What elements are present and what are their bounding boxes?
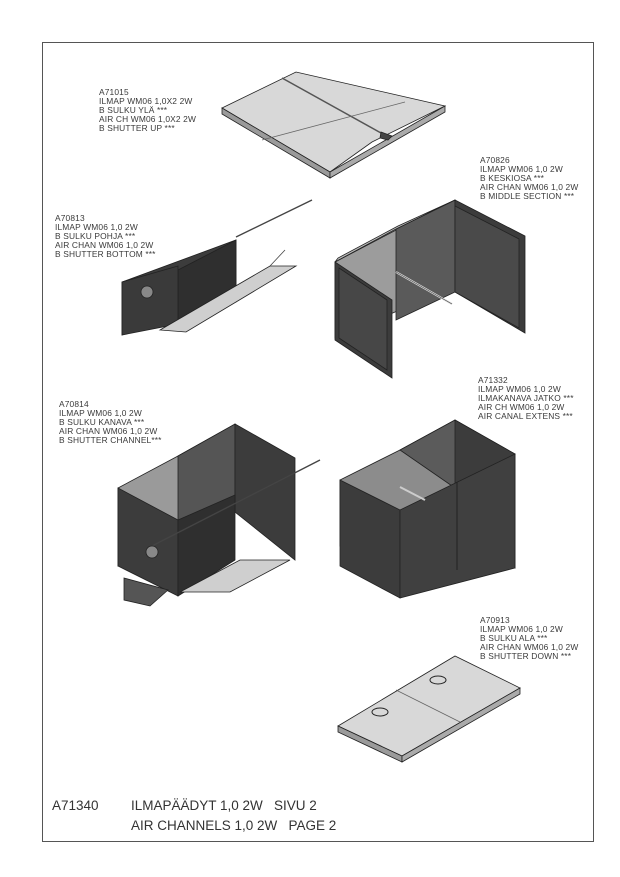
part-id: A70813 [55, 213, 85, 223]
part-line: ILMAP WM06 1,0 2W [59, 407, 142, 418]
part-a70913-shutter-down [337, 655, 521, 763]
part-line: B KESKIOSA *** [480, 172, 545, 183]
title-english: AIR CHANNELS 1,0 2W PAGE 2 [131, 818, 337, 833]
part-line: ILMAP WM06 1,0 2W [478, 383, 561, 394]
part-label-a70813: A70813 ILMAP WM06 1,0 2W B SULKU POHJA *… [55, 214, 156, 259]
part-a70813-shutter-bottom [121, 199, 313, 336]
part-line: B SHUTTER BOTTOM *** [55, 248, 156, 259]
part-line: AIR CHAN WM06 1,0 2W [55, 239, 154, 250]
part-id: A71332 [478, 375, 508, 385]
title-finnish: ILMAPÄÄDYT 1,0 2W SIVU 2 [131, 798, 317, 813]
part-line: B SULKU POHJA *** [55, 230, 136, 241]
part-id: A70814 [59, 399, 89, 409]
part-line: ILMAP WM06 1,0 2W [55, 221, 138, 232]
part-line: AIR CANAL EXTENS *** [478, 410, 573, 421]
part-line: B SULKU YLÄ *** [99, 104, 168, 115]
part-line: AIR CHAN WM06 1,0 2W [480, 641, 579, 652]
part-label-a70814: A70814 ILMAP WM06 1,0 2W B SULKU KANAVA … [59, 400, 162, 445]
part-line: AIR CH WM06 1,0X2 2W [99, 113, 197, 124]
part-a70814-shutter-channel [117, 423, 321, 607]
part-line: B SHUTTER UP *** [99, 122, 175, 133]
part-label-a71015: A71015 ILMAP WM06 1,0X2 2W B SULKU YLÄ *… [99, 88, 196, 133]
part-line: B MIDDLE SECTION *** [480, 190, 575, 201]
part-label-a70913: A70913 ILMAP WM06 1,0 2W B SULKU ALA ***… [480, 616, 578, 661]
part-line: B SULKU KANAVA *** [59, 416, 145, 427]
part-a70826-middle-section [334, 199, 526, 379]
part-line: AIR CHAN WM06 1,0 2W [59, 425, 158, 436]
part-label-a70826: A70826 ILMAP WM06 1,0 2W B KESKIOSA *** … [480, 156, 578, 201]
drawing-number: A71340 [52, 798, 99, 813]
part-line: AIR CHAN WM06 1,0 2W [480, 181, 579, 192]
part-id: A70913 [480, 615, 510, 625]
part-line: B SULKU ALA *** [480, 632, 548, 643]
part-id: A70826 [480, 155, 510, 165]
part-id: A71015 [99, 87, 129, 97]
part-line: B SHUTTER DOWN *** [480, 650, 572, 661]
part-line: ILMAP WM06 1,0X2 2W [99, 95, 193, 106]
part-a71015-shutter-up [221, 71, 447, 179]
part-line: ILMAP WM06 1,0 2W [480, 623, 563, 634]
part-line: B SHUTTER CHANNEL*** [59, 434, 162, 445]
part-line: AIR CH WM06 1,0 2W [478, 401, 565, 412]
part-a71332-air-canal-extension [339, 419, 516, 599]
part-line: ILMAKANAVA JATKO *** [478, 392, 574, 403]
part-label-a71332: A71332 ILMAP WM06 1,0 2W ILMAKANAVA JATK… [478, 376, 574, 421]
part-line: ILMAP WM06 1,0 2W [480, 163, 563, 174]
drawing-frame [42, 42, 594, 842]
